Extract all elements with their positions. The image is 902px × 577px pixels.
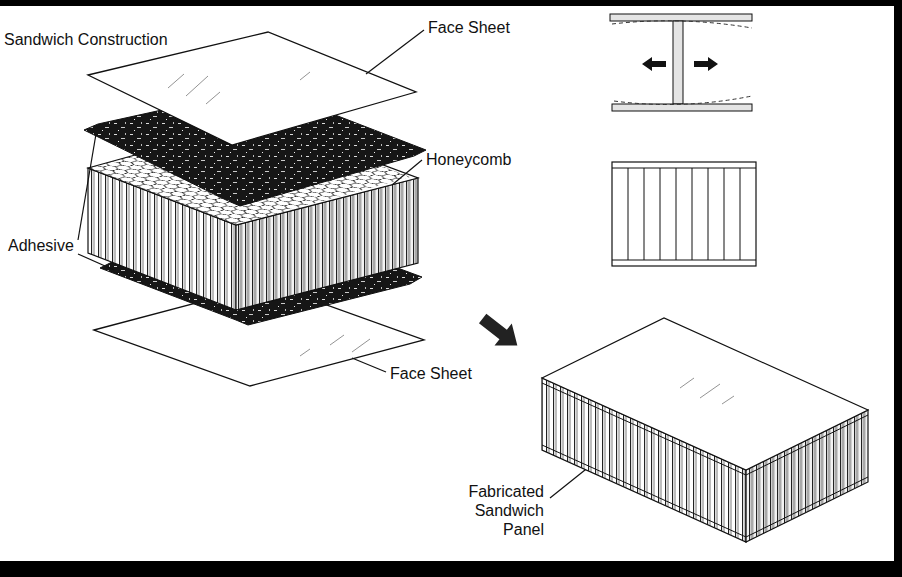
- part-label: Adhesive: [8, 236, 74, 255]
- leader-line: [366, 30, 424, 74]
- cross-section-outline: [612, 162, 756, 266]
- figure-title: Sandwich Construction: [4, 30, 168, 49]
- part-label: Fabricated Sandwich Panel: [452, 482, 544, 540]
- cross-section-skins: [612, 168, 756, 260]
- leader-line: [392, 160, 422, 185]
- panel-skin-edges: [542, 383, 868, 537]
- leader-line: [78, 254, 114, 270]
- leader-line: [78, 134, 96, 240]
- left-arrow: [642, 57, 666, 71]
- leader-line: [352, 358, 386, 372]
- assembly-arrow: [474, 307, 526, 356]
- right-arrow: [694, 57, 718, 71]
- sheet-gloss: [300, 335, 370, 356]
- part-label: Face Sheet: [390, 364, 472, 383]
- panel-top-face: [542, 318, 868, 470]
- assembly-arrow-shape: [474, 307, 526, 356]
- ibeam-bottom-flange: [612, 104, 752, 111]
- paper-ground: [0, 6, 894, 561]
- part-label: Honeycomb: [426, 150, 511, 169]
- deflection-dashes: [612, 21, 752, 105]
- sheet-gloss: [168, 72, 310, 104]
- top-face-sheet: [88, 32, 416, 145]
- part-label: Face Sheet: [428, 18, 510, 37]
- ibeam-web: [673, 21, 683, 104]
- cross-section-cell-walls: [628, 168, 740, 260]
- ibeam-top-flange: [610, 14, 752, 21]
- leader-line: [550, 466, 590, 498]
- sheet-gloss: [680, 378, 734, 404]
